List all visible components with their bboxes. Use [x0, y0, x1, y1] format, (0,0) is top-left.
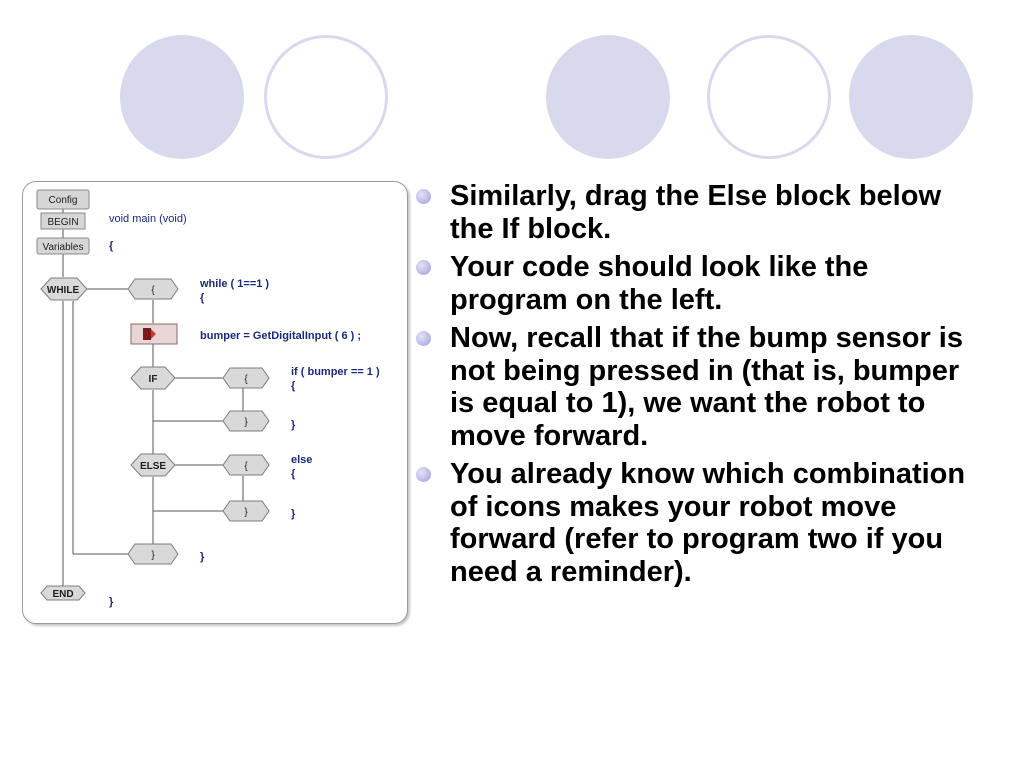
bullet-item: Your code should look like the program o…	[412, 251, 972, 316]
svg-text:}: }	[151, 550, 155, 561]
else-close-brace-block[interactable]: }	[222, 500, 270, 522]
else-block[interactable]: ELSE	[130, 453, 176, 477]
variables-block[interactable]: Variables	[36, 237, 90, 255]
svg-text:BEGIN: BEGIN	[47, 217, 78, 228]
decor-circle-1	[120, 35, 244, 159]
digital-input-block[interactable]	[130, 323, 178, 345]
svg-text:{: {	[244, 461, 248, 472]
program-flowchart: Config BEGIN Variables WHILE { IF	[22, 181, 408, 624]
svg-text:END: END	[52, 589, 73, 600]
svg-text:Variables: Variables	[43, 242, 84, 253]
code-main-close: }	[109, 596, 114, 608]
decor-circle-5	[849, 35, 973, 159]
if-close-brace-block[interactable]: }	[222, 410, 270, 432]
code-bumper-assign: bumper = GetDigitalInput ( 6 ) ;	[200, 330, 362, 342]
svg-text:WHILE: WHILE	[47, 285, 80, 296]
config-block[interactable]: Config	[36, 189, 90, 210]
bullet-item: You already know which combination of ic…	[412, 458, 972, 588]
bullet-item: Similarly, drag the Else block below the…	[412, 180, 972, 245]
code-if-cond: if ( bumper == 1 )	[291, 366, 380, 378]
bullet-text: Similarly, drag the Else block below the…	[450, 180, 942, 245]
code-main-signature: void main (void)	[109, 213, 187, 225]
begin-block[interactable]: BEGIN	[40, 212, 86, 230]
decor-circle-4	[707, 35, 831, 159]
flowchart-connectors	[62, 209, 244, 592]
code-while-open: {	[200, 292, 205, 304]
else-open-brace-block[interactable]: {	[222, 454, 270, 476]
while-close-brace-block[interactable]: }	[127, 543, 179, 565]
code-while-cond: while ( 1==1 )	[200, 278, 270, 290]
svg-text:}: }	[244, 507, 248, 518]
code-while-close: }	[200, 551, 205, 563]
circle-bullet-icon	[416, 260, 431, 275]
if-block[interactable]: IF	[130, 366, 176, 390]
code-if-open: {	[291, 380, 296, 392]
circle-bullet-icon	[416, 189, 431, 204]
if-open-brace-block[interactable]: {	[222, 367, 270, 389]
svg-text:ELSE: ELSE	[140, 461, 166, 472]
bullet-list: Similarly, drag the Else block below the…	[412, 180, 972, 594]
end-block[interactable]: END	[40, 585, 86, 601]
svg-text:{: {	[244, 374, 248, 385]
circle-bullet-icon	[416, 467, 431, 482]
svg-text:IF: IF	[149, 374, 158, 385]
code-if-close: }	[291, 419, 296, 431]
bullet-item: Now, recall that if the bump sensor is n…	[412, 322, 972, 452]
bullet-text: Your code should look like the program o…	[450, 251, 869, 316]
svg-text:}: }	[244, 417, 248, 428]
svg-text:{: {	[151, 285, 155, 296]
circle-bullet-icon	[416, 331, 431, 346]
decor-circle-3	[546, 35, 670, 159]
bullet-text: You already know which combination of ic…	[450, 458, 966, 588]
code-else: else	[291, 454, 313, 466]
decor-circle-2	[264, 35, 388, 159]
code-else-open: {	[291, 468, 296, 480]
svg-text:Config: Config	[49, 195, 78, 206]
bullet-text: Now, recall that if the bump sensor is n…	[450, 322, 963, 452]
flowchart-diagram: Config BEGIN Variables WHILE { IF	[36, 189, 270, 601]
while-open-brace-block[interactable]: {	[127, 278, 179, 300]
code-main-open: {	[109, 240, 114, 252]
code-else-close: }	[291, 508, 296, 520]
while-block[interactable]: WHILE	[40, 277, 88, 301]
